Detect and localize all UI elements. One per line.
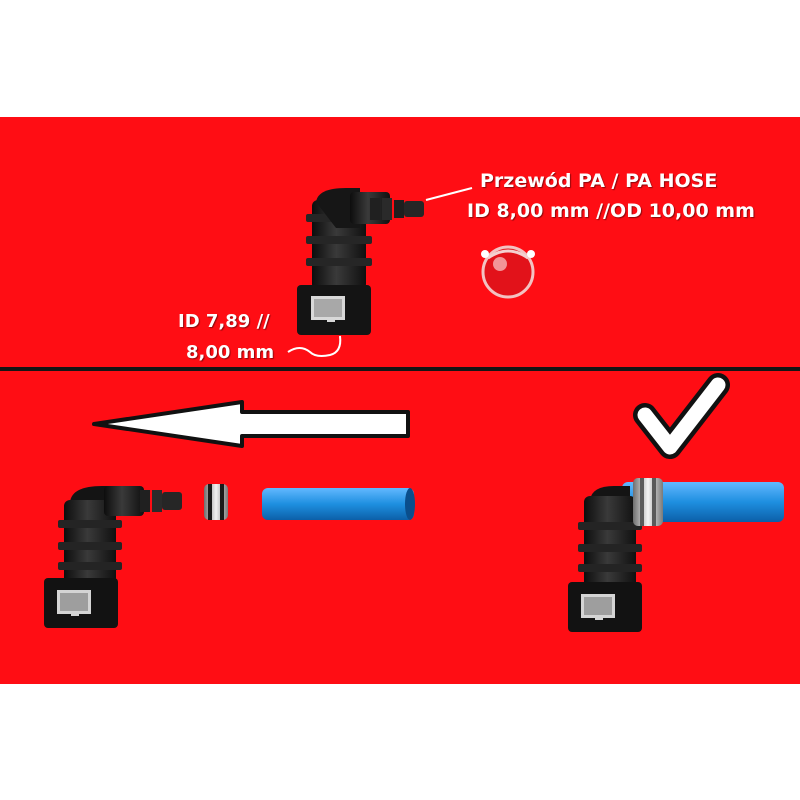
disassembled-connector-icon [44, 486, 182, 628]
hose-leader-line [425, 187, 473, 201]
panel-divider [0, 367, 800, 371]
assembled-connector-icon [568, 478, 784, 632]
blue-hose-icon [262, 488, 415, 520]
hose-label-line2: ID 8,00 mm //OD 10,00 mm [467, 200, 755, 222]
o-ring-set-icon [204, 484, 228, 520]
clip-icon [481, 245, 535, 299]
id-label-line1: ID 7,89 // [178, 311, 270, 332]
id-leader-line [287, 335, 342, 357]
id-label-line2: 8,00 mm [186, 342, 275, 363]
left-arrow-icon [92, 400, 410, 448]
top-panel [0, 117, 800, 367]
hose-label-line1: Przewód PA / PA HOSE [480, 170, 718, 192]
top-connector-icon [297, 188, 424, 335]
checkmark-icon [633, 373, 730, 459]
